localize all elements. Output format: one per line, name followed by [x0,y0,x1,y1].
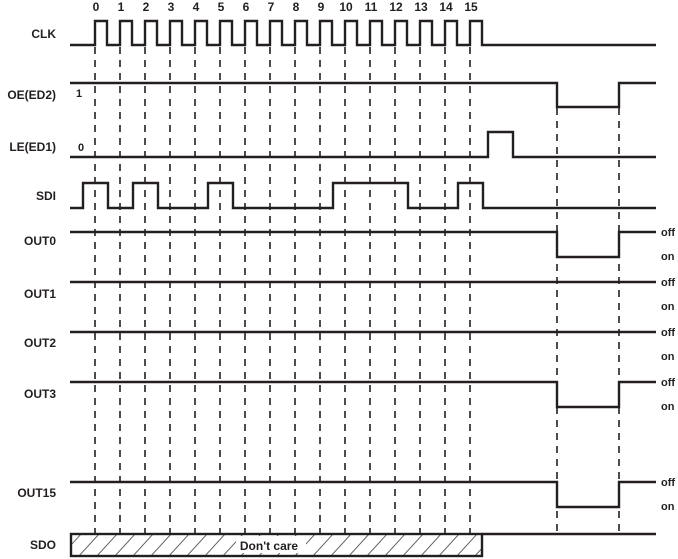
clock-tick-7: 7 [268,0,275,14]
sdo-box [69,532,484,558]
clock-tick-13: 13 [414,0,428,14]
hatch-line [312,534,334,556]
signal-label-sdo: SDO [30,538,56,552]
signal-label-le: LE(ED1) [9,140,56,154]
hatch-line [402,534,424,556]
clock-tick-3: 3 [168,0,175,14]
off-label: off [661,277,675,289]
clock-tick-15: 15 [464,0,478,14]
clock-tick-2: 2 [143,0,150,14]
signal-label-clk: CLK [31,27,56,41]
hatch-line [330,534,352,556]
sdo-dont-care-text: Don't care [240,539,299,553]
off-label: off [661,377,675,389]
clock-tick-5: 5 [218,0,225,14]
le-level-mark: 0 [78,142,84,154]
sdo-dont-care-region: Don't care [69,532,656,558]
on-label: on [661,251,675,263]
clock-tick-9: 9 [318,0,325,14]
out0-waveform [70,230,656,259]
clock-tick-11: 11 [365,0,378,14]
clock-tick-6: 6 [243,0,250,14]
hatch-line [510,533,532,557]
hatch-line [438,534,460,556]
hatch-line [168,534,190,556]
hatch-line [71,534,82,546]
clock-tick-0: 0 [93,0,100,14]
on-label: on [661,301,675,313]
hatch-line [348,534,370,556]
clock-tick-10: 10 [339,0,353,14]
clk-waveform [70,19,656,47]
signal-label-out15: OUT15 [17,486,56,500]
hatch-line [366,534,388,556]
le-waveform [70,130,656,159]
sdo-text-bg [236,536,306,553]
out15-waveform [70,480,656,509]
clock-tick-1: 1 [118,0,125,14]
hatch-line [420,534,442,556]
waveforms [70,19,656,509]
off-label: off [661,477,675,489]
off-label: off [661,227,675,239]
hatch-line [456,534,478,556]
hatch-line [204,534,226,556]
hatch-line [132,534,154,556]
hatch-line [384,534,406,556]
signal-label-out2: OUT2 [24,336,56,350]
hatch-line [186,534,208,556]
clock-tick-4: 4 [193,0,200,14]
clock-guide-lines [94,47,620,533]
signal-labels: CLK OE(ED2) LE(ED1) SDI OUT0 OUT1 OUT2 O… [7,27,56,552]
signal-label-sdi: SDI [36,189,56,203]
hatch-line [96,534,118,556]
hatch-line [150,534,172,556]
on-label: on [661,401,675,413]
on-label: on [661,351,675,363]
hatch-line [78,534,100,556]
clock-tick-8: 8 [293,0,300,14]
oe-waveform [70,81,656,109]
sdi-waveform [70,181,656,210]
hatch-line [114,534,136,556]
signal-label-oe: OE(ED2) [7,88,56,102]
oe-level-mark: 1 [76,88,82,100]
signal-label-out1: OUT1 [24,287,56,301]
clock-tick-12: 12 [389,0,403,14]
on-label: on [661,501,675,513]
signal-label-out3: OUT3 [24,387,56,401]
clock-tick-14: 14 [439,0,453,14]
out3-waveform [70,380,656,409]
signal-label-out0: OUT0 [24,234,56,248]
hatch-line [474,547,482,556]
off-label: off [661,327,675,339]
hatch-line [492,533,514,557]
output-state-labels: off on off on off on off on off on [661,227,675,513]
